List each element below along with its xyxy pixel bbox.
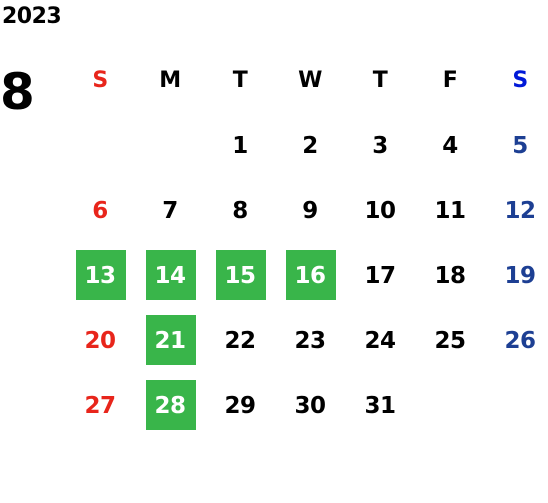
day-cell: 26 [504, 327, 536, 354]
highlighted-day-cell: 16 [275, 243, 345, 308]
highlighted-day-cell: 21 [135, 308, 205, 373]
day-cell: 6 [92, 197, 108, 224]
day-cell: 23 [294, 327, 326, 354]
weekday-header-tue: T [232, 68, 248, 93]
empty-day-cell [135, 113, 205, 178]
day-cell: 5 [512, 132, 528, 159]
highlighted-day-cell: 28 [135, 373, 205, 438]
day-cell: 30 [294, 392, 326, 419]
day-cell: 11 [434, 197, 466, 224]
weekday-header-wed: W [298, 68, 322, 93]
day-cell: 18 [434, 262, 466, 289]
day-cell: 3 [372, 132, 388, 159]
day-cell: 29 [224, 392, 256, 419]
weekday-header-thu: T [372, 68, 388, 93]
highlighted-day-cell: 13 [65, 243, 135, 308]
day-cell: 8 [232, 197, 248, 224]
day-cell: 9 [302, 197, 318, 224]
day-cell: 19 [504, 262, 536, 289]
day-cell: 7 [162, 197, 178, 224]
year-label: 2023 [2, 4, 62, 29]
empty-day-cell [415, 373, 485, 438]
day-cell: 2 [302, 132, 318, 159]
highlighted-day-cell: 14 [135, 243, 205, 308]
day-cell: 17 [364, 262, 396, 289]
empty-day-cell [485, 373, 548, 438]
weekday-header-fri: F [442, 68, 458, 93]
day-cell: 31 [364, 392, 396, 419]
weekday-header-sun: S [92, 68, 108, 93]
month-label: 8 [0, 63, 35, 121]
day-cell: 4 [442, 132, 458, 159]
empty-day-cell [65, 113, 135, 178]
weekday-header-sat: S [512, 68, 528, 93]
day-cell: 25 [434, 327, 466, 354]
highlighted-day-cell: 15 [205, 243, 275, 308]
day-cell: 27 [84, 392, 116, 419]
calendar-grid: S M T W T F S 1 2 3 4 5 6 7 8 9 10 11 12… [65, 48, 548, 438]
day-cell: 20 [84, 327, 116, 354]
day-cell: 12 [504, 197, 536, 224]
day-cell: 10 [364, 197, 396, 224]
day-cell: 24 [364, 327, 396, 354]
weekday-header-mon: M [159, 68, 181, 93]
day-cell: 22 [224, 327, 256, 354]
day-cell: 1 [232, 132, 248, 159]
